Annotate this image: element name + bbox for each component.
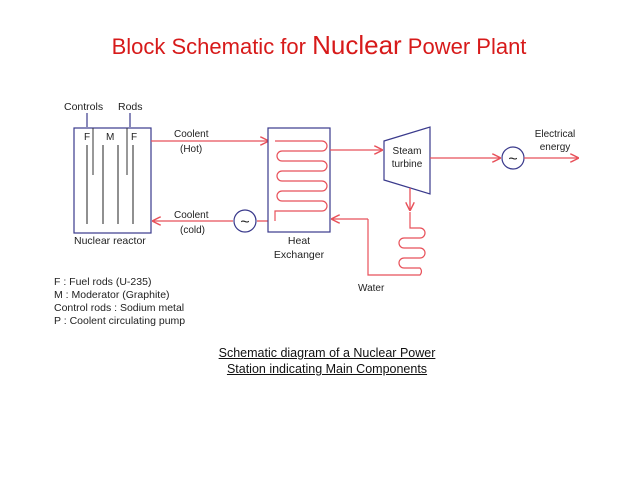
rod-m-label: M — [106, 132, 114, 143]
condenser-coil — [367, 212, 426, 276]
legend-item: M : Moderator (Graphite) — [54, 289, 170, 301]
coolant-cold-pipe: Coolent (cold) — [153, 210, 268, 236]
feedwater-line: Water — [332, 219, 385, 294]
diagram-caption: Schematic diagram of a Nuclear Power Sta… — [200, 345, 454, 377]
coolant-cold-label-1: Coolent — [174, 210, 209, 221]
coolant-cold-label-2: (cold) — [180, 225, 205, 236]
coolant-pump: ~ — [233, 209, 257, 233]
heat-exchanger-label-2: Exchanger — [274, 249, 325, 261]
title-suffix: Power Plant — [401, 34, 527, 59]
reactor-vessel — [73, 127, 152, 234]
legend-item: P : Coolent circulating pump — [54, 315, 186, 327]
reactor-label: Nuclear reactor — [74, 235, 146, 247]
coolant-hot-pipe: Coolent (Hot) — [151, 129, 268, 155]
generator-symbol: ~ — [508, 151, 517, 168]
coolant-hot-label-2: (Hot) — [180, 144, 202, 155]
controls-label: Controls — [64, 101, 103, 113]
electrical-output: Electrical energy — [524, 129, 578, 158]
legend-item: Control rods : Sodium metal — [54, 302, 185, 314]
rod-f-right-label: F — [131, 132, 137, 143]
electrical-label-1: Electrical — [535, 129, 576, 140]
heat-exchanger-label-1: Heat — [288, 235, 310, 247]
water-label: Water — [358, 283, 385, 294]
legend: F : Fuel rods (U-235) M : Moderator (Gra… — [54, 276, 185, 328]
steam-turbine-label-1: Steam — [393, 146, 422, 157]
caption-line-2: Station indicating Main Components — [226, 362, 428, 376]
rods-label: Rods — [118, 101, 143, 113]
heat-exchanger: Heat Exchanger — [267, 127, 331, 261]
steam-turbine-label-2: turbine — [392, 159, 423, 170]
caption-line-1: Schematic diagram of a Nuclear Power — [218, 346, 436, 360]
condenser — [367, 188, 426, 276]
electrical-label-2: energy — [540, 142, 571, 153]
nuclear-reactor: Controls Rods F M F Nuclear reactor — [64, 101, 152, 247]
title-emphasis: Nuclear — [312, 30, 402, 60]
slide-title: Block Schematic for Nuclear Power Plant — [0, 30, 638, 61]
coolant-hot-label-1: Coolent — [174, 129, 209, 140]
steam-turbine: Steam turbine — [383, 126, 431, 195]
title-prefix: Block Schematic for — [111, 34, 313, 59]
generator: ~ — [501, 146, 525, 170]
pump-symbol: ~ — [240, 214, 249, 231]
heat-exchanger-coil — [274, 140, 328, 221]
rod-f-left-label: F — [84, 132, 90, 143]
legend-item: F : Fuel rods (U-235) — [54, 276, 152, 288]
